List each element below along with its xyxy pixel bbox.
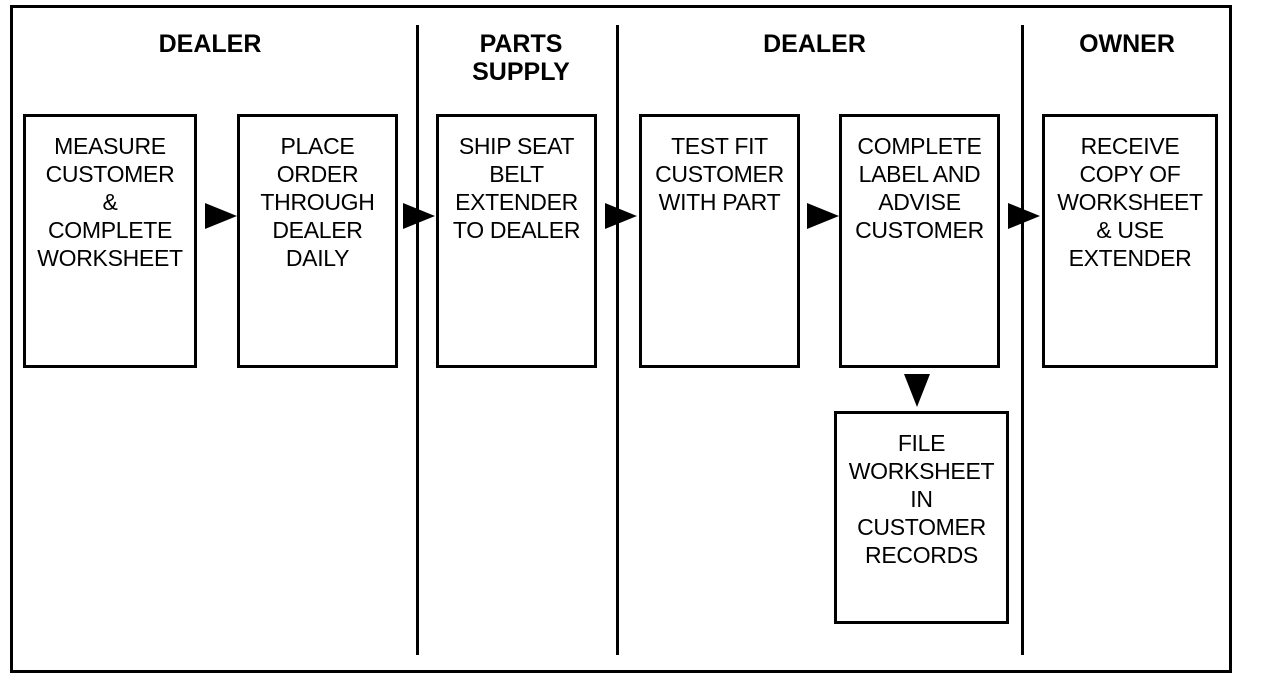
- lane-divider-2: [616, 25, 619, 655]
- step-test-fit-customer: TEST FIT CUSTOMER WITH PART: [639, 114, 800, 368]
- flow-arrow-test-fit-to-label: [807, 203, 839, 229]
- flow-arrow-order-to-ship: [403, 203, 435, 229]
- lane-divider-3: [1021, 25, 1024, 655]
- step-ship-seat-belt-extender: SHIP SEAT BELT EXTENDER TO DEALER: [436, 114, 597, 368]
- step-measure-customer-text: MEASURE CUSTOMER & COMPLETE WORKSHEET: [37, 133, 183, 271]
- lane-divider-1: [416, 25, 419, 655]
- step-file-worksheet-text: FILE WORKSHEET IN CUSTOMER RECORDS: [848, 430, 995, 568]
- step-place-order: PLACE ORDER THROUGH DEALER DAILY: [237, 114, 398, 368]
- flow-arrow-measure-to-order: [205, 203, 237, 229]
- flow-arrow-label-to-file: [904, 374, 930, 407]
- step-file-worksheet: FILE WORKSHEET IN CUSTOMER RECORDS: [834, 411, 1009, 624]
- lane-header-owner: OWNER: [1079, 30, 1175, 58]
- step-measure-customer: MEASURE CUSTOMER & COMPLETE WORKSHEET: [23, 114, 197, 368]
- flow-arrow-label-to-owner: [1008, 203, 1040, 229]
- step-complete-label: COMPLETE LABEL AND ADVISE CUSTOMER: [839, 114, 1000, 368]
- step-receive-copy: RECEIVE COPY OF WORKSHEET & USE EXTENDER: [1042, 114, 1218, 368]
- flow-arrow-ship-to-test-fit: [605, 203, 637, 229]
- step-receive-copy-text: RECEIVE COPY OF WORKSHEET & USE EXTENDER: [1057, 133, 1203, 271]
- step-complete-label-text: COMPLETE LABEL AND ADVISE CUSTOMER: [855, 133, 984, 243]
- step-test-fit-customer-text: TEST FIT CUSTOMER WITH PART: [655, 133, 784, 215]
- lane-header-dealer: DEALER: [158, 30, 262, 58]
- lane-header-parts-supply: PARTS SUPPLY: [472, 30, 570, 86]
- diagram-frame: [10, 5, 1232, 673]
- lane-header-dealer-2: DEALER: [763, 30, 866, 58]
- step-place-order-text: PLACE ORDER THROUGH DEALER DAILY: [260, 133, 375, 271]
- step-ship-seat-belt-extender-text: SHIP SEAT BELT EXTENDER TO DEALER: [452, 133, 581, 243]
